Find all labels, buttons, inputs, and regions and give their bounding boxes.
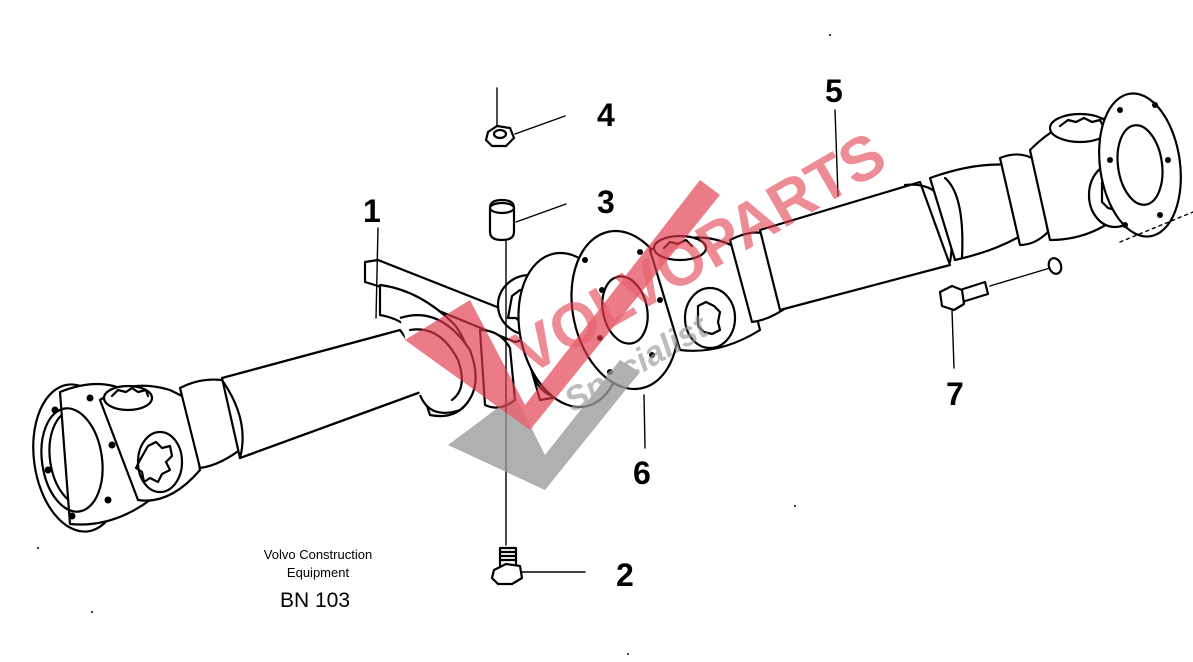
guide-lines [989, 211, 1193, 287]
watermark-shadow [448, 360, 640, 490]
caption-line-1: Volvo Construction [264, 547, 372, 562]
part-label-4: 4 [597, 97, 615, 133]
part-label-6: 6 [633, 455, 651, 491]
scan-specks [37, 34, 831, 655]
left-shaft-tube [178, 328, 442, 470]
bolt-part-7 [938, 280, 990, 312]
right-middle-universal-joint [648, 234, 762, 352]
part-label-7: 7 [946, 376, 964, 412]
caption-code: BN 103 [280, 589, 350, 612]
bushing-part-3 [488, 198, 516, 242]
nut-part-4 [484, 87, 516, 148]
part-label-2: 2 [616, 557, 634, 593]
part-label-3: 3 [597, 184, 615, 220]
part-labels: 1 2 3 4 5 6 7 [363, 73, 964, 593]
part-label-1: 1 [363, 193, 381, 229]
right-shaft-tube [728, 153, 1050, 324]
caption-line-2: Equipment [287, 565, 350, 580]
right-flange [1098, 92, 1182, 238]
caption-block: Volvo Construction Equipment BN 103 [264, 547, 372, 612]
leader-lines [375, 109, 955, 573]
part-label-5: 5 [825, 73, 843, 109]
washer-part-7 [1047, 257, 1063, 275]
watermark-v-shape [405, 180, 720, 430]
